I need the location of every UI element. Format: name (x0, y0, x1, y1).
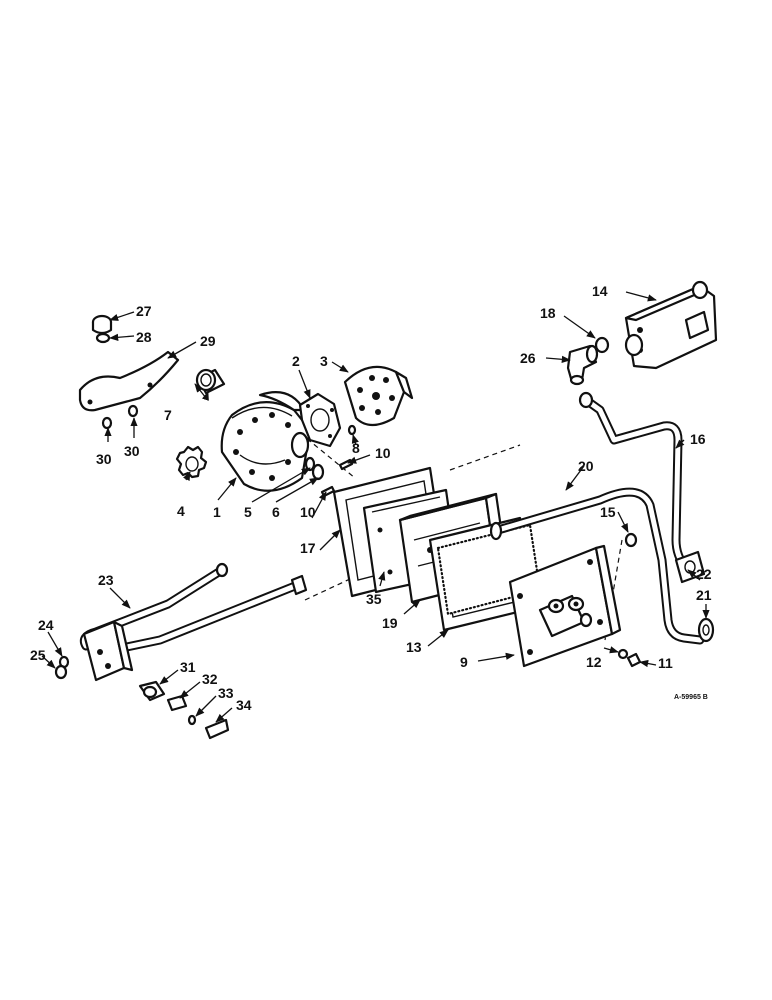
callout-15: 15 (600, 504, 616, 520)
plug-part-11 (626, 652, 642, 668)
flange-part-22 (674, 550, 706, 584)
callout-23: 23 (98, 572, 114, 588)
cap-part-27 (91, 314, 113, 335)
callout-34: 34 (236, 697, 252, 713)
callout-32: 32 (202, 671, 218, 687)
callout-8: 8 (352, 440, 360, 456)
elbow-fitting-part-26 (566, 344, 599, 386)
callout-20: 20 (578, 458, 594, 474)
o-ring-part-30b (127, 404, 139, 418)
callout-30b: 30 (124, 443, 140, 459)
washer-part-12 (617, 648, 629, 660)
callout-5: 5 (244, 504, 252, 520)
bracket-part-29 (78, 350, 180, 412)
callout-2: 2 (292, 353, 300, 369)
callout-31: 31 (180, 659, 196, 675)
cover-plate-part-9 (508, 544, 622, 668)
callout-4: 4 (177, 503, 185, 519)
callout-35: 35 (366, 591, 382, 607)
callout-17: 17 (300, 540, 316, 556)
callout-28: 28 (136, 329, 152, 345)
fitting-part-7 (195, 368, 226, 395)
callout-9: 9 (460, 654, 468, 670)
pump-body-part-1 (220, 391, 312, 492)
callout-14: 14 (592, 283, 608, 299)
o-ring-part-18 (594, 336, 610, 354)
dowel-pin-part-10b (320, 485, 336, 498)
callout-21: 21 (696, 587, 712, 603)
pump-cover-part-3 (343, 365, 414, 427)
gasket-part-2 (298, 392, 342, 448)
callout-19: 19 (382, 615, 398, 631)
callout-6: 6 (272, 504, 280, 520)
callout-10a: 10 (375, 445, 391, 461)
o-ring-part-30a (101, 416, 113, 430)
bolt-part-34 (204, 718, 230, 740)
callout-13: 13 (406, 639, 422, 655)
block-part-23 (82, 620, 134, 682)
o-ring-part-6 (311, 463, 325, 481)
callout-11: 11 (658, 655, 673, 671)
callout-26: 26 (520, 350, 536, 366)
callout-24: 24 (38, 617, 54, 633)
callout-10b: 10 (300, 504, 316, 520)
gear-part-4 (175, 445, 208, 479)
drawing-code: A-59965 B (674, 694, 708, 701)
leader-lines (41, 291, 710, 723)
dowel-pin-part-10a (338, 458, 354, 471)
ring-part-8 (347, 424, 357, 436)
gasket-part-21 (697, 617, 715, 643)
callout-29: 29 (200, 333, 216, 349)
callout-22: 22 (696, 566, 712, 582)
callout-27: 27 (136, 303, 152, 319)
callout-33: 33 (218, 685, 234, 701)
callout-18: 18 (540, 305, 556, 321)
callout-7: 7 (164, 407, 172, 423)
o-ring-part-28 (95, 332, 111, 344)
valve-housing-part-14 (624, 280, 718, 370)
tube-part-20 (489, 487, 705, 645)
callout-1: 1 (213, 504, 221, 520)
washer-part-33 (187, 714, 197, 726)
bolt-part-32 (166, 694, 188, 712)
callout-30a: 30 (96, 451, 112, 467)
callout-16: 16 (690, 431, 706, 447)
o-ring-part-15 (624, 532, 638, 548)
callout-25: 25 (30, 647, 46, 663)
o-ring-part-25 (54, 664, 68, 680)
wing-bolt-part-31 (138, 680, 166, 702)
callout-numbers: 1 2 3 4 5 6 7 8 9 10 10 11 12 13 14 15 1… (30, 283, 712, 713)
callout-3: 3 (320, 353, 328, 369)
callout-12: 12 (586, 654, 602, 670)
